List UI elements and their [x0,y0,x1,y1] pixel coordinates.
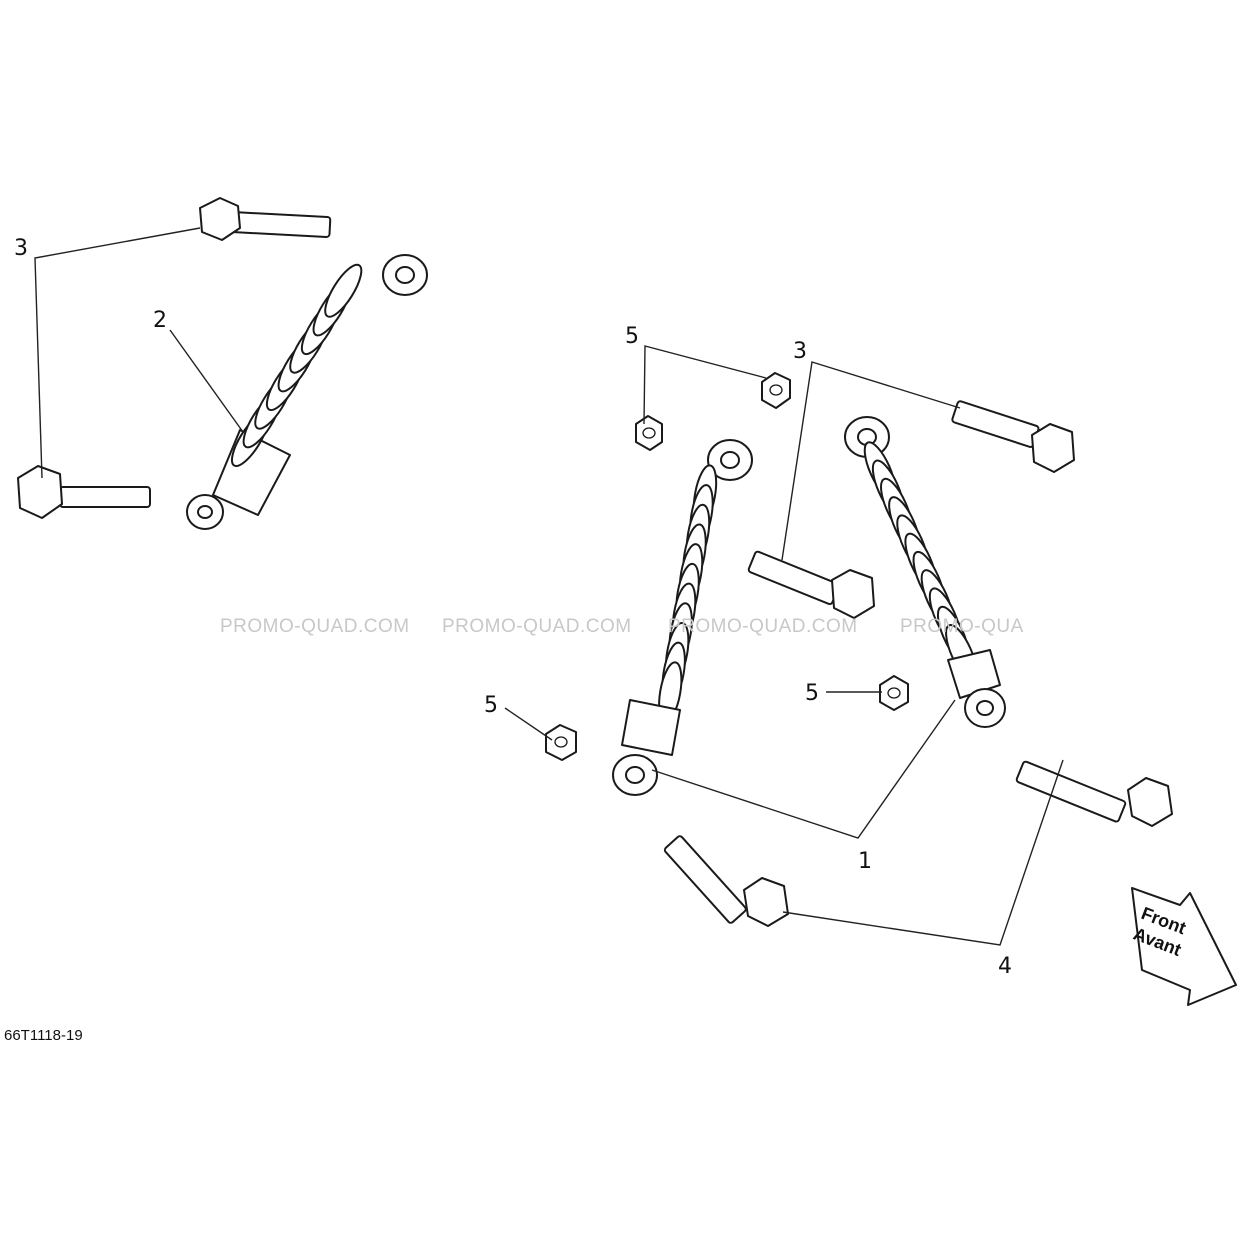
callout-5-top: 5 [625,324,639,349]
shock-absorber-middle [612,439,753,796]
nut-middle [879,675,909,711]
drawing-code: 66T1118-19 [4,1027,83,1044]
shock-absorber-right [844,416,1006,728]
bolt-lower-middle [663,835,789,927]
bolt-upper-left [199,197,332,241]
bolt-lower-left [17,465,151,519]
shock-absorber-left [186,254,428,530]
watermark-row: PROMO-QUAD.COM PROMO-QUAD.COM PROMO-QUAD… [220,616,1024,637]
nut-top-1 [761,372,791,409]
watermark: PROMO-QUAD.COM [442,616,632,637]
bolt-upper-right [951,400,1075,473]
watermark: PROMO-QUAD.COM [668,616,858,637]
bolt-lower-right [1015,760,1173,827]
callout-5-left: 5 [484,693,498,718]
callout-1: 1 [858,849,872,874]
watermark: PROMO-QUAD.COM [220,616,410,637]
callout-3-left: 3 [14,236,28,261]
bolt-middle [747,550,875,619]
leader-lines [34,227,1064,946]
front-direction-arrow: Front Avant [1131,887,1237,1006]
callout-2: 2 [153,308,167,333]
nut-left [545,724,577,761]
callout-4: 4 [998,954,1012,979]
callout-3-right: 3 [793,339,807,364]
callout-5-middle: 5 [805,681,819,706]
callout-numbers: 3 2 5 3 5 5 1 4 [14,236,1012,979]
watermark: PROMO-QUA [900,616,1024,637]
nut-top-2 [635,415,663,451]
